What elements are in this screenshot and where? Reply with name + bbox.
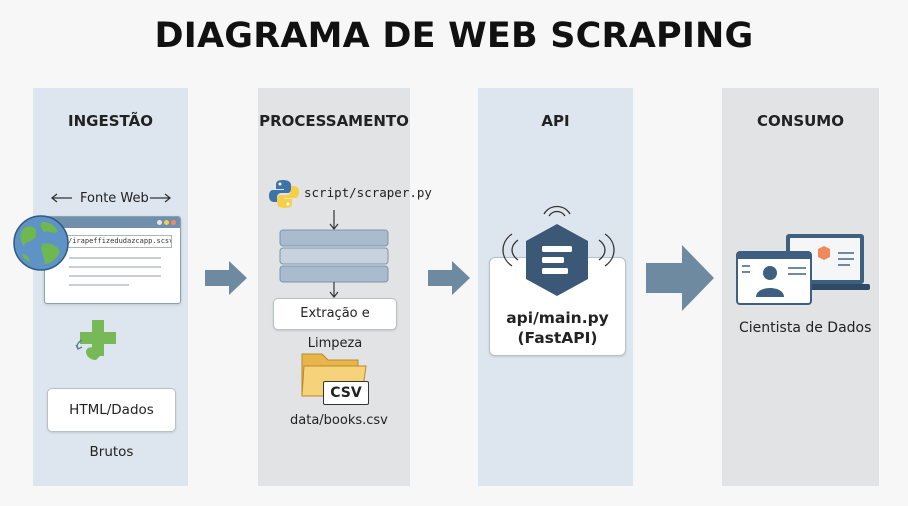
flow-arrow-1 bbox=[205, 261, 247, 295]
stage-title-processamento: PROCESSAMENTO bbox=[259, 112, 409, 130]
api-service-label: api/main.py bbox=[506, 309, 609, 327]
flow-arrow-3 bbox=[646, 245, 714, 311]
left-arrow-icon bbox=[50, 193, 72, 203]
globe-icon bbox=[13, 215, 69, 271]
api-hexagon-icon bbox=[526, 224, 588, 296]
browser-window-icon: /irapeffizedudazcapp.scsv bbox=[44, 216, 181, 304]
stage-title-ingestao: INGESTÃO bbox=[68, 112, 153, 130]
puzzle-icon bbox=[75, 320, 116, 360]
source-label: Fonte Web bbox=[80, 191, 149, 206]
processing-stack-icon bbox=[279, 210, 389, 283]
stage-title-api: API bbox=[541, 112, 570, 130]
raw-data-box: HTML/Dados Brutos bbox=[47, 388, 176, 460]
down-arrow-icon bbox=[329, 282, 339, 298]
diagram-title: DIAGRAMA DE WEB SCRAPING bbox=[154, 16, 754, 56]
flow-arrow-2 bbox=[428, 261, 470, 295]
signal-waves-right-icon bbox=[598, 233, 615, 267]
right-arrow-icon bbox=[150, 193, 172, 203]
python-icon bbox=[269, 180, 299, 208]
url-bar: /irapeffizedudazcapp.scsv bbox=[65, 235, 172, 248]
extraction-box: Extração e Limpeza bbox=[273, 298, 397, 351]
consumer-label: Cientista de Dados bbox=[739, 320, 872, 336]
api-service-framework: (FastAPI) bbox=[517, 329, 598, 347]
csv-file-label: data/books.csv bbox=[290, 413, 388, 428]
script-label: script/scraper.py bbox=[304, 185, 432, 200]
signal-waves-icon bbox=[543, 205, 571, 217]
signal-waves-left-icon bbox=[502, 233, 519, 267]
csv-badge: CSV bbox=[323, 381, 369, 405]
api-service-box: api/main.py (FastAPI) bbox=[489, 257, 626, 356]
stage-title-consumo: CONSUMO bbox=[757, 112, 844, 130]
user-avatar-icon bbox=[736, 251, 812, 305]
